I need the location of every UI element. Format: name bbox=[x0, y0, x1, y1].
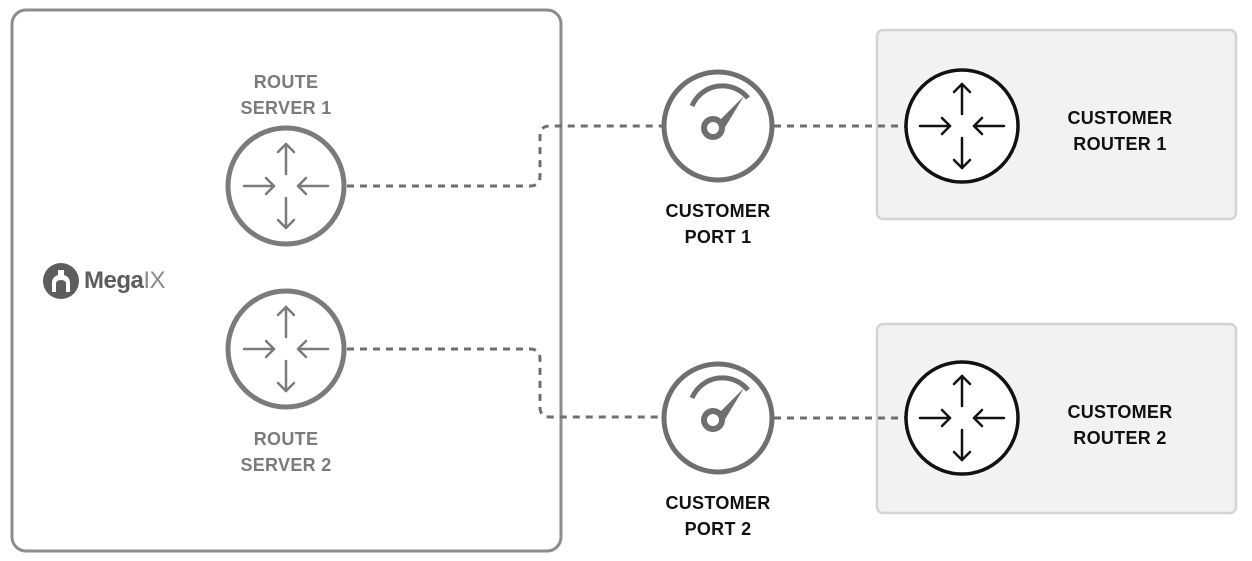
customer-router-1-label: CUSTOMER ROUTER 1 bbox=[1067, 108, 1173, 154]
customer-port-1-label: CUSTOMER PORT 1 bbox=[665, 201, 771, 247]
route-server-2-label: ROUTE SERVER 2 bbox=[240, 429, 332, 475]
route-server-1-label: ROUTE SERVER 1 bbox=[240, 72, 332, 118]
customer-port-2-speedometer-icon bbox=[661, 361, 775, 475]
customer-port-1-speedometer-icon bbox=[661, 69, 775, 183]
link-rs2-to-port2 bbox=[347, 347, 662, 419]
route-server-1-icon bbox=[225, 125, 347, 247]
customer-router-2-icon bbox=[904, 360, 1020, 476]
link-rs1-to-port1 bbox=[347, 124, 662, 188]
customer-router-2-label: CUSTOMER ROUTER 2 bbox=[1067, 402, 1173, 448]
customer-router-1-icon bbox=[904, 68, 1020, 184]
route-server-2-icon bbox=[225, 288, 347, 410]
megaix-logo-text: MegaIX bbox=[84, 267, 166, 294]
megaix-brand: MegaIX bbox=[80, 263, 166, 299]
megaport-logo-icon bbox=[43, 263, 79, 299]
megaix-panel bbox=[10, 8, 563, 553]
customer-port-2-label: CUSTOMER PORT 2 bbox=[665, 493, 771, 539]
